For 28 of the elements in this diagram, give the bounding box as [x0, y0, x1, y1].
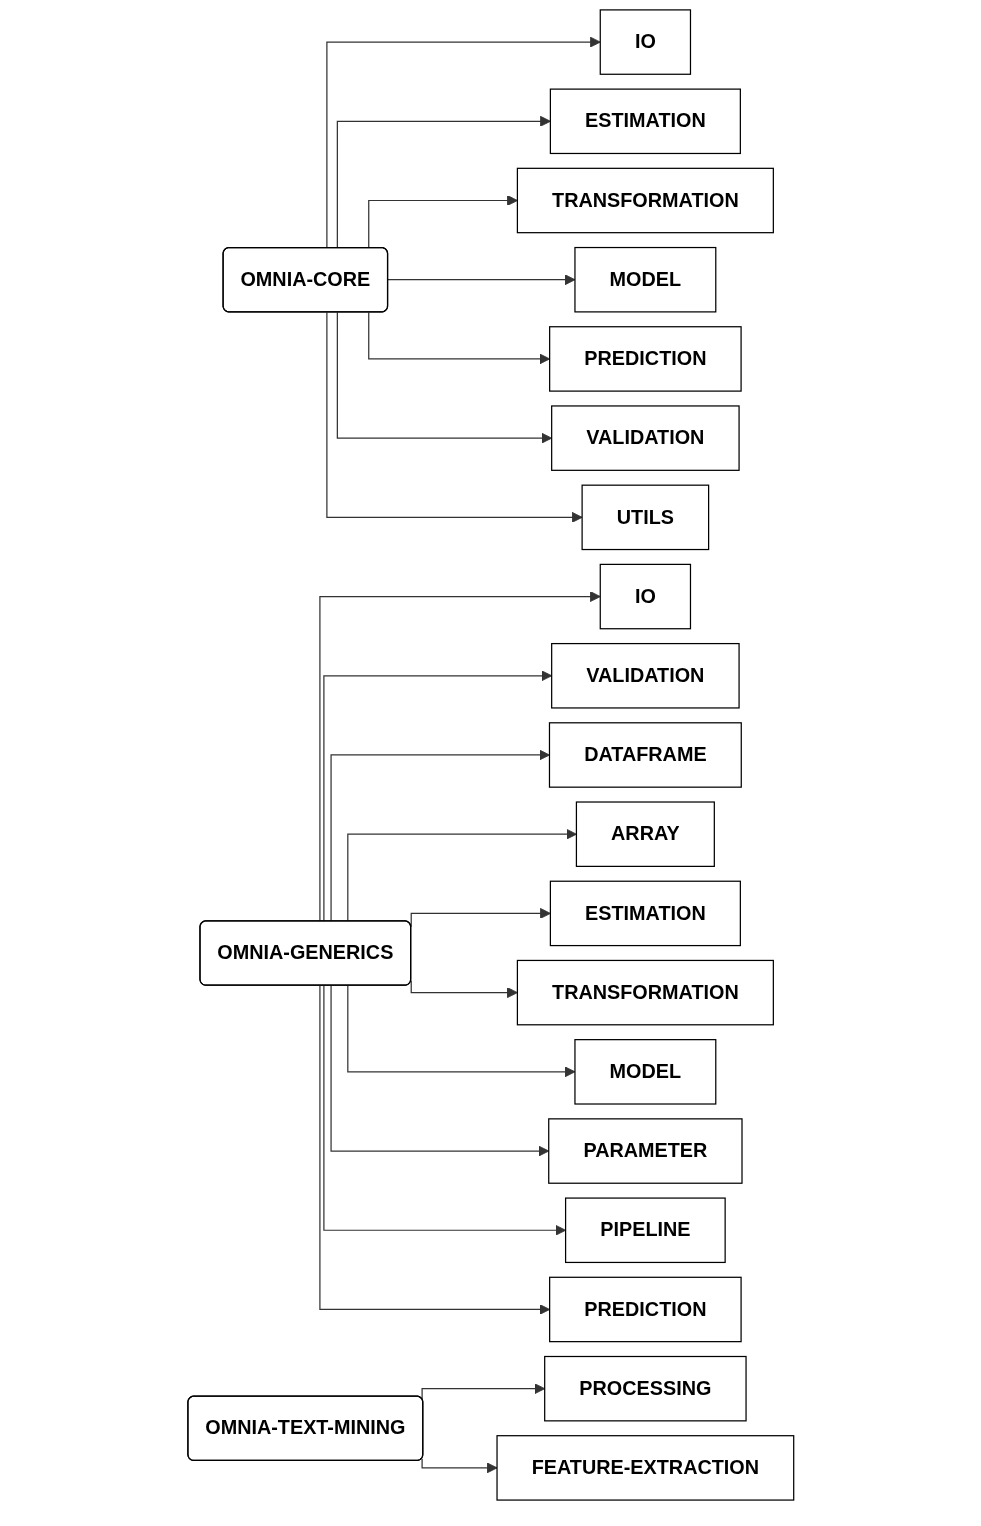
node-box: IO	[599, 563, 691, 630]
node-box: MODEL	[574, 1039, 717, 1105]
node-box: ESTIMATION	[549, 88, 741, 155]
node-box: PIPELINE	[564, 1197, 726, 1264]
arrow	[319, 985, 550, 1315]
node-box: VALIDATION	[550, 405, 740, 471]
arrow	[336, 115, 551, 249]
arrow	[421, 1383, 545, 1400]
node-box: PREDICTION	[548, 326, 742, 392]
node-box: UTILS	[581, 484, 709, 551]
arrow	[322, 985, 566, 1236]
arrow	[367, 195, 518, 249]
arrow	[336, 311, 552, 444]
arrow	[330, 985, 549, 1157]
node-box: ESTIMATION	[549, 880, 741, 947]
node-box: VALIDATION	[550, 642, 740, 709]
node-box: IO	[599, 9, 691, 75]
arrow	[367, 311, 550, 365]
node-box: MODEL	[574, 246, 717, 313]
node-box: PROCESSING	[543, 1355, 747, 1422]
node-box: FEATURE-EXTRACTION	[496, 1435, 794, 1501]
node-box: PREDICTION	[548, 1276, 742, 1343]
node-box: TRANSFORMATION	[516, 167, 774, 234]
arrow	[410, 980, 518, 999]
node-box: ARRAY	[575, 801, 715, 867]
node-box: TRANSFORMATION	[516, 959, 774, 1026]
node-box: DATAFRAME	[548, 722, 742, 788]
node-box: PARAMETER	[547, 1118, 743, 1184]
